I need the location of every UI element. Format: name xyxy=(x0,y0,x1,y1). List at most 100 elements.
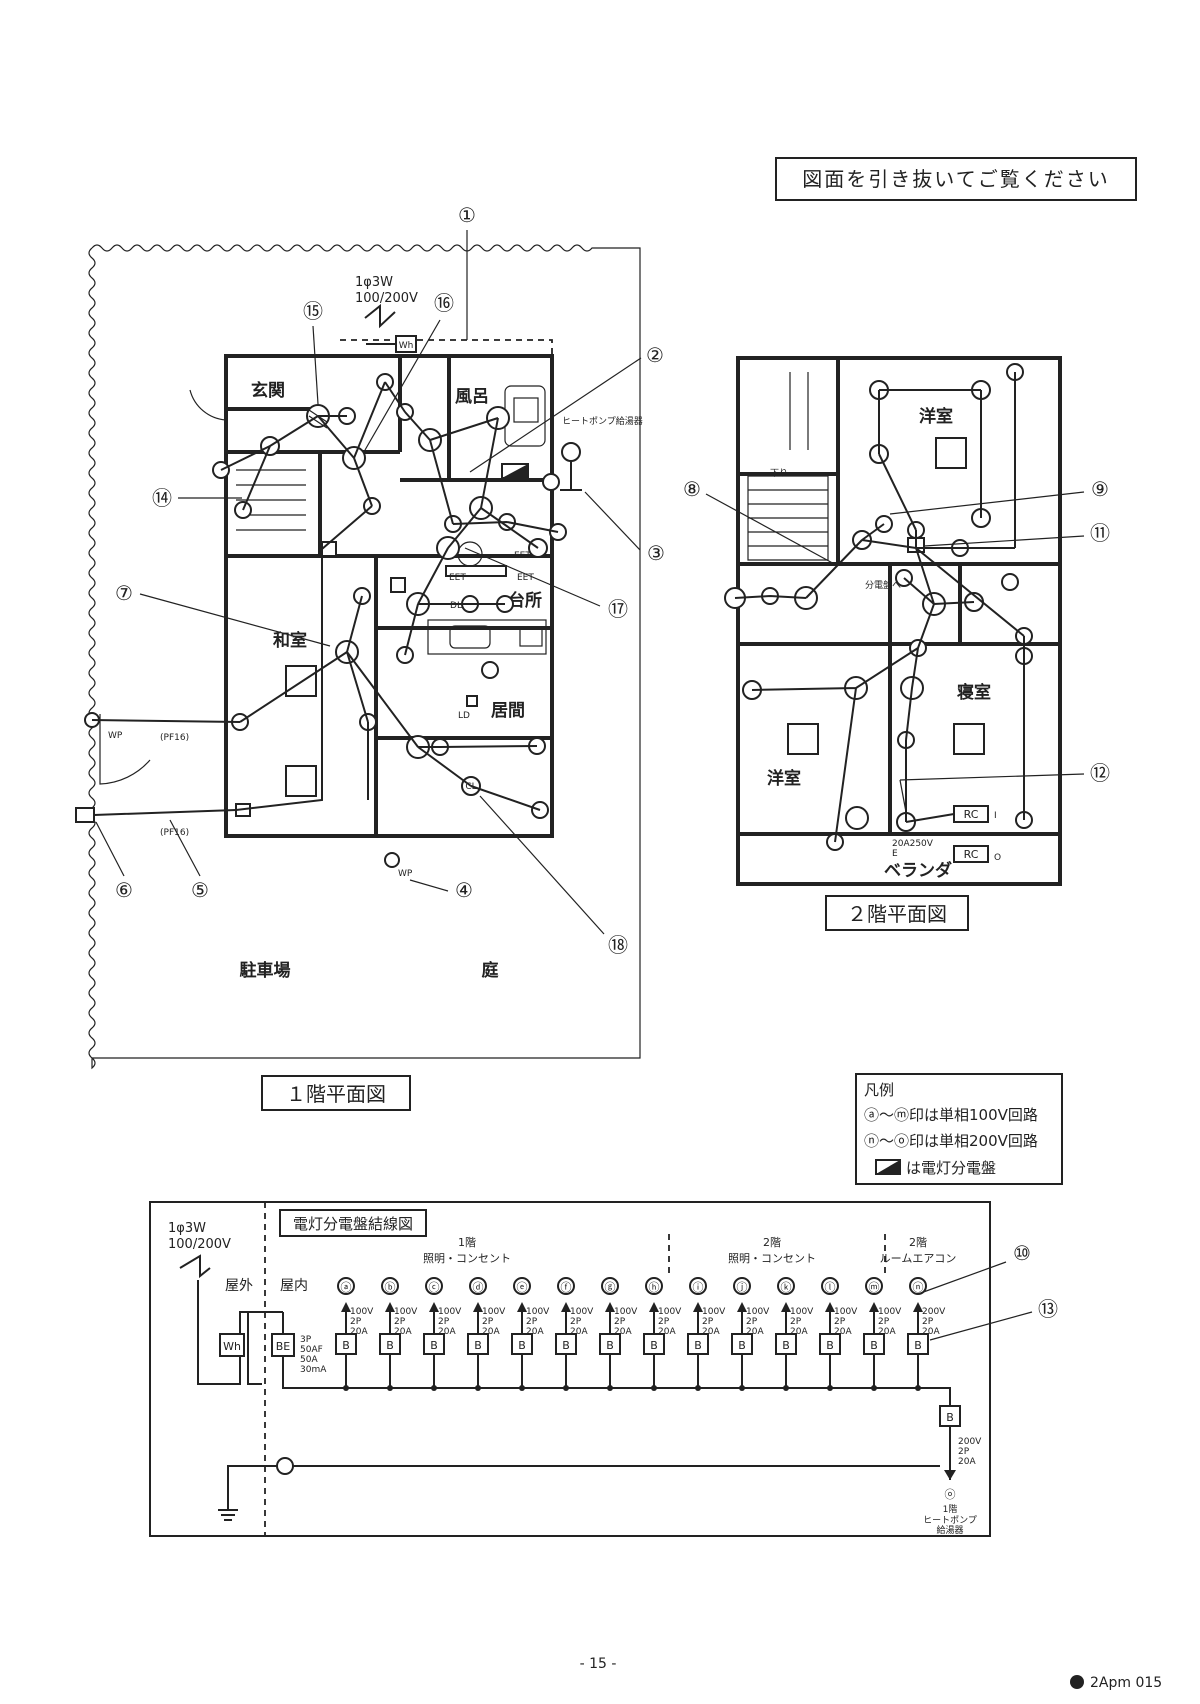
circuit-p: 2P xyxy=(702,1317,714,1327)
notice-text: 図面を引き抜いてご覧ください xyxy=(802,167,1109,191)
footer-code: 2Apm 015 xyxy=(1090,1675,1162,1691)
outlet-e: E xyxy=(892,849,898,859)
callout-5: ⑤ xyxy=(191,878,209,902)
f2-room-yoshitsu-a: 洋室 xyxy=(919,406,953,427)
area-niwa: 庭 xyxy=(482,960,499,981)
circuit-p: 2P xyxy=(438,1317,450,1327)
floor2-plan: 下り 洋室 洋室 寝室 ベランダ 分電盤へ xyxy=(683,356,1110,931)
f2-title: ２階平面図 xyxy=(847,902,947,926)
room-daidokoro: 台所 xyxy=(508,590,542,611)
group1: 1階 xyxy=(458,1235,476,1249)
hp-p: 2P xyxy=(958,1447,970,1457)
circuit-p: 2P xyxy=(878,1317,890,1327)
eet-a: EET xyxy=(449,573,466,583)
pf16-b: (PF16) xyxy=(160,828,189,838)
circuit-a: 20A xyxy=(570,1327,588,1337)
circuit-a: 20A xyxy=(438,1327,456,1337)
circuit-v: 200V xyxy=(922,1307,946,1317)
site-boundary xyxy=(91,244,641,1059)
room-washitsu: 和室 xyxy=(273,630,307,651)
cl-label: CL xyxy=(465,782,476,792)
callout-14: ⑭ xyxy=(152,486,172,510)
circuit-v: 100V xyxy=(350,1307,374,1317)
circuit-v: 100V xyxy=(614,1307,638,1317)
circuit-a: 20A xyxy=(482,1327,500,1337)
circuit-v: 100V xyxy=(482,1307,506,1317)
circuit-a: 20A xyxy=(834,1327,852,1337)
footer-dot xyxy=(1070,1675,1084,1689)
circuit-v: 100V xyxy=(834,1307,858,1317)
ld-label: LD xyxy=(458,711,470,721)
f2-veranda: ベランダ xyxy=(884,860,952,881)
heatpump-label: ヒートポンプ給湯器 xyxy=(562,415,643,427)
circuit-id: ⓒ xyxy=(429,1281,440,1294)
hp-floor: 1階 xyxy=(943,1504,958,1515)
hp-breaker: B xyxy=(946,1411,954,1424)
area-parking: 駐車場 xyxy=(240,960,291,981)
circuit-id: ⓐ xyxy=(341,1281,352,1294)
circuit-id: ⓙ xyxy=(737,1281,748,1294)
f1-wh: Wh xyxy=(399,341,414,351)
callout-17: ⑰ xyxy=(608,597,628,621)
callout-13: ⑬ xyxy=(1038,1297,1058,1321)
group2: 2階 xyxy=(763,1235,781,1249)
floor1-plan: 1φ3W 100/200V Wh 玄関 風呂 和室 台所 居間 駐車場 庭 ヒー… xyxy=(75,203,665,1111)
group3: 2階 xyxy=(909,1235,927,1249)
breaker-label: B xyxy=(826,1339,834,1352)
legend-line1: ⓐ～ⓜ印は単相100V回路 xyxy=(864,1106,1038,1124)
panel-be: BE xyxy=(276,1340,291,1353)
circuit-p: 2P xyxy=(614,1317,626,1327)
circuit-v: 100V xyxy=(394,1307,418,1317)
circuit-v: 100V xyxy=(570,1307,594,1317)
rc-sub-a: I xyxy=(994,811,997,821)
circuit-a: 20A xyxy=(614,1327,632,1337)
callout-10: ⑩ xyxy=(1013,1241,1031,1265)
breaker-label: B xyxy=(606,1339,614,1352)
circuit-id: ⓕ xyxy=(561,1281,572,1294)
circuit-v: 100V xyxy=(526,1307,550,1317)
circuit-id: ⓗ xyxy=(649,1281,660,1294)
hp-v: 200V xyxy=(958,1437,982,1447)
circuit-p: 2P xyxy=(746,1317,758,1327)
callout-12: ⑫ xyxy=(1090,761,1110,785)
circuit-p: 2P xyxy=(834,1317,846,1327)
f2-down: 下り xyxy=(770,468,788,479)
circuit-id: ⓜ xyxy=(869,1281,880,1294)
breaker-label: B xyxy=(430,1339,438,1352)
circuit-p: 2P xyxy=(790,1317,802,1327)
circuit-a: 20A xyxy=(526,1327,544,1337)
group1-sub: 照明・コンセント xyxy=(423,1252,511,1265)
callout-11: ⑪ xyxy=(1090,521,1110,545)
pf16-a: (PF16) xyxy=(160,733,189,743)
breaker-label: B xyxy=(914,1339,922,1352)
f1-callouts: ① ② ③ ④ ⑤ ⑥ ⑦ ⑭ ⑮ ⑯ ⑰ ⑱ xyxy=(95,203,665,957)
hp-name2: 給湯器 xyxy=(936,1524,963,1536)
circuit-a: 20A xyxy=(922,1327,940,1337)
wp-a: WP xyxy=(108,731,123,741)
circuit-a: 20A xyxy=(878,1327,896,1337)
legend-line3: は電灯分電盤 xyxy=(906,1159,996,1177)
circuit-a: 20A xyxy=(394,1327,412,1337)
circuit-id: ⓘ xyxy=(693,1281,704,1294)
callout-18: ⑱ xyxy=(608,933,628,957)
rc-b: RC xyxy=(964,848,979,861)
panel-voltage: 100/200V xyxy=(168,1237,231,1252)
circuit-id: ⓑ xyxy=(385,1281,396,1294)
circuit-p: 2P xyxy=(658,1317,670,1327)
circuit-v: 100V xyxy=(878,1307,902,1317)
rc-sub-b: O xyxy=(994,853,1001,863)
callout-6: ⑥ xyxy=(115,878,133,902)
hp-a: 20A xyxy=(958,1457,976,1467)
room-ima: 居間 xyxy=(491,701,525,721)
f2-title-box xyxy=(825,895,969,931)
circuit-id: ⓝ xyxy=(913,1281,924,1294)
